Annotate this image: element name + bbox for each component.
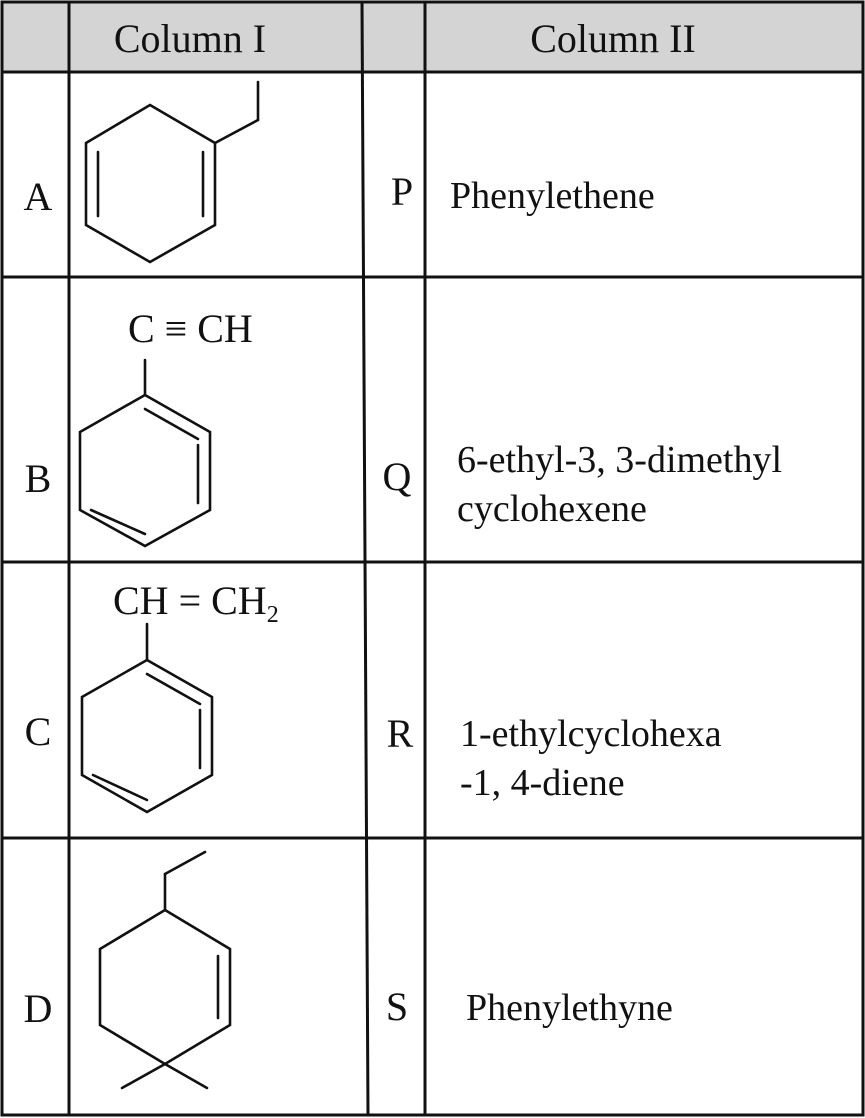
option-q-text-line-2: cyclohexene xyxy=(457,488,647,530)
option-p-text: Phenylethene xyxy=(450,175,655,217)
structure-c-formula: CH = CH2 xyxy=(113,578,279,628)
row-c-label: C xyxy=(25,709,52,754)
row-r-label: R xyxy=(387,711,414,756)
option-r-text-line-1: 1-ethylcyclohexa xyxy=(460,713,722,755)
row-s-label: S xyxy=(386,984,408,1029)
structure-c-phenylethene xyxy=(80,622,214,814)
structure-b-formula: C ≡ CH xyxy=(128,306,253,351)
row-q-label: Q xyxy=(383,454,412,499)
option-q-text-line-1: 6-ethyl-3, 3-dimethyl xyxy=(457,439,782,481)
structure-a-1-ethylcyclohexa-1-4-diene xyxy=(84,80,260,264)
structure-c-formula-subscript: 2 xyxy=(267,602,279,628)
option-s-text: Phenylethyne xyxy=(466,987,673,1029)
row-b-label: B xyxy=(25,456,52,501)
option-r-text-line-2: -1, 4-diene xyxy=(460,762,625,804)
structure-c-formula-main: CH = CH xyxy=(113,578,267,623)
column-1-header: Column I xyxy=(114,16,266,61)
structure-d-6-ethyl-3-3-dimethylcyclohexene xyxy=(98,850,232,1090)
structure-b-phenylethyne xyxy=(78,358,212,548)
row-a-label: A xyxy=(24,174,53,219)
row-p-label: P xyxy=(391,169,413,214)
row-d-label: D xyxy=(24,986,53,1031)
column-2-header: Column II xyxy=(530,16,696,61)
header-row-background xyxy=(2,2,863,72)
